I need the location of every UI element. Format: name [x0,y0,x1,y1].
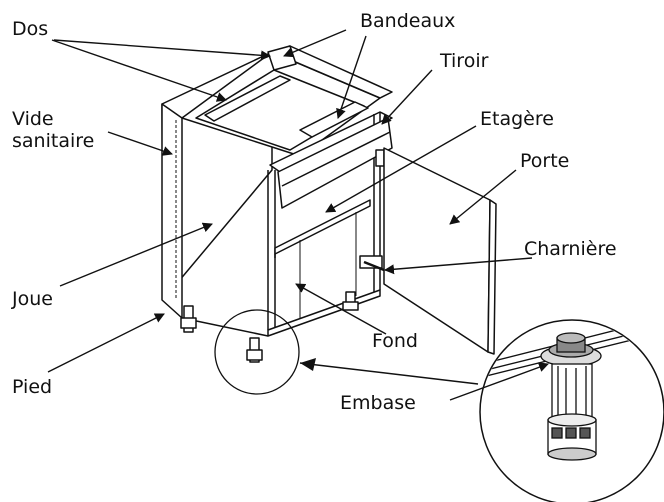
label-dos: Dos [12,18,49,40]
label-bandeaux: Bandeaux [360,10,456,32]
leader-lines [47,29,549,401]
door-porte [383,147,491,353]
label-tiroir: Tiroir [440,50,489,72]
label-joue: Joue [12,288,53,310]
label-etagere: Etagère [480,108,554,130]
detail-circle-small [214,309,300,395]
label-charniere: Charnière [524,238,617,260]
drawer-front-tiroir [277,117,393,209]
label-vide-sanitaire: Vide sanitaire [12,108,95,152]
zoom-arrowhead [300,358,316,371]
detail-circle-large [479,319,664,502]
label-porte: Porte [520,150,570,172]
cabinet-body [161,45,497,363]
label-pied: Pied [12,376,53,398]
label-fond: Fond [372,330,418,352]
label-embase: Embase [340,392,416,414]
shelf-etagere [274,199,371,255]
